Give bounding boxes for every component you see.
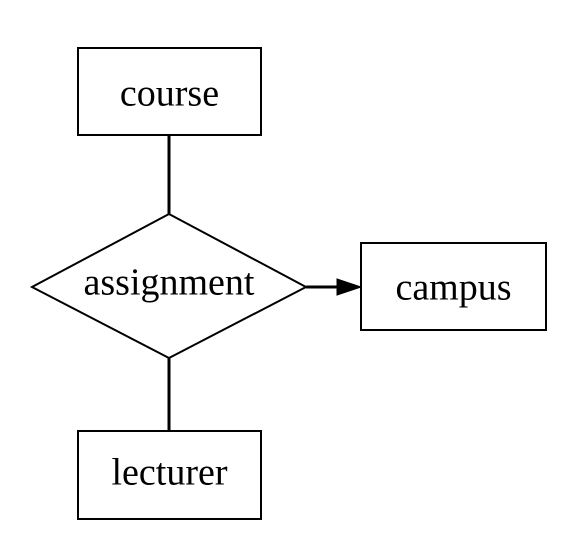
entity-lecturer: lecturer <box>77 430 262 520</box>
entity-campus-label: campus <box>395 267 511 309</box>
arrowhead-campus <box>336 278 363 296</box>
entity-campus: campus <box>360 242 547 331</box>
relationship-assignment-label: assignment <box>84 262 255 304</box>
entity-course-label: course <box>120 73 219 115</box>
entity-course: course <box>77 47 262 136</box>
relationship-assignment: assignment <box>29 212 309 360</box>
entity-lecturer-label: lecturer <box>111 452 227 494</box>
